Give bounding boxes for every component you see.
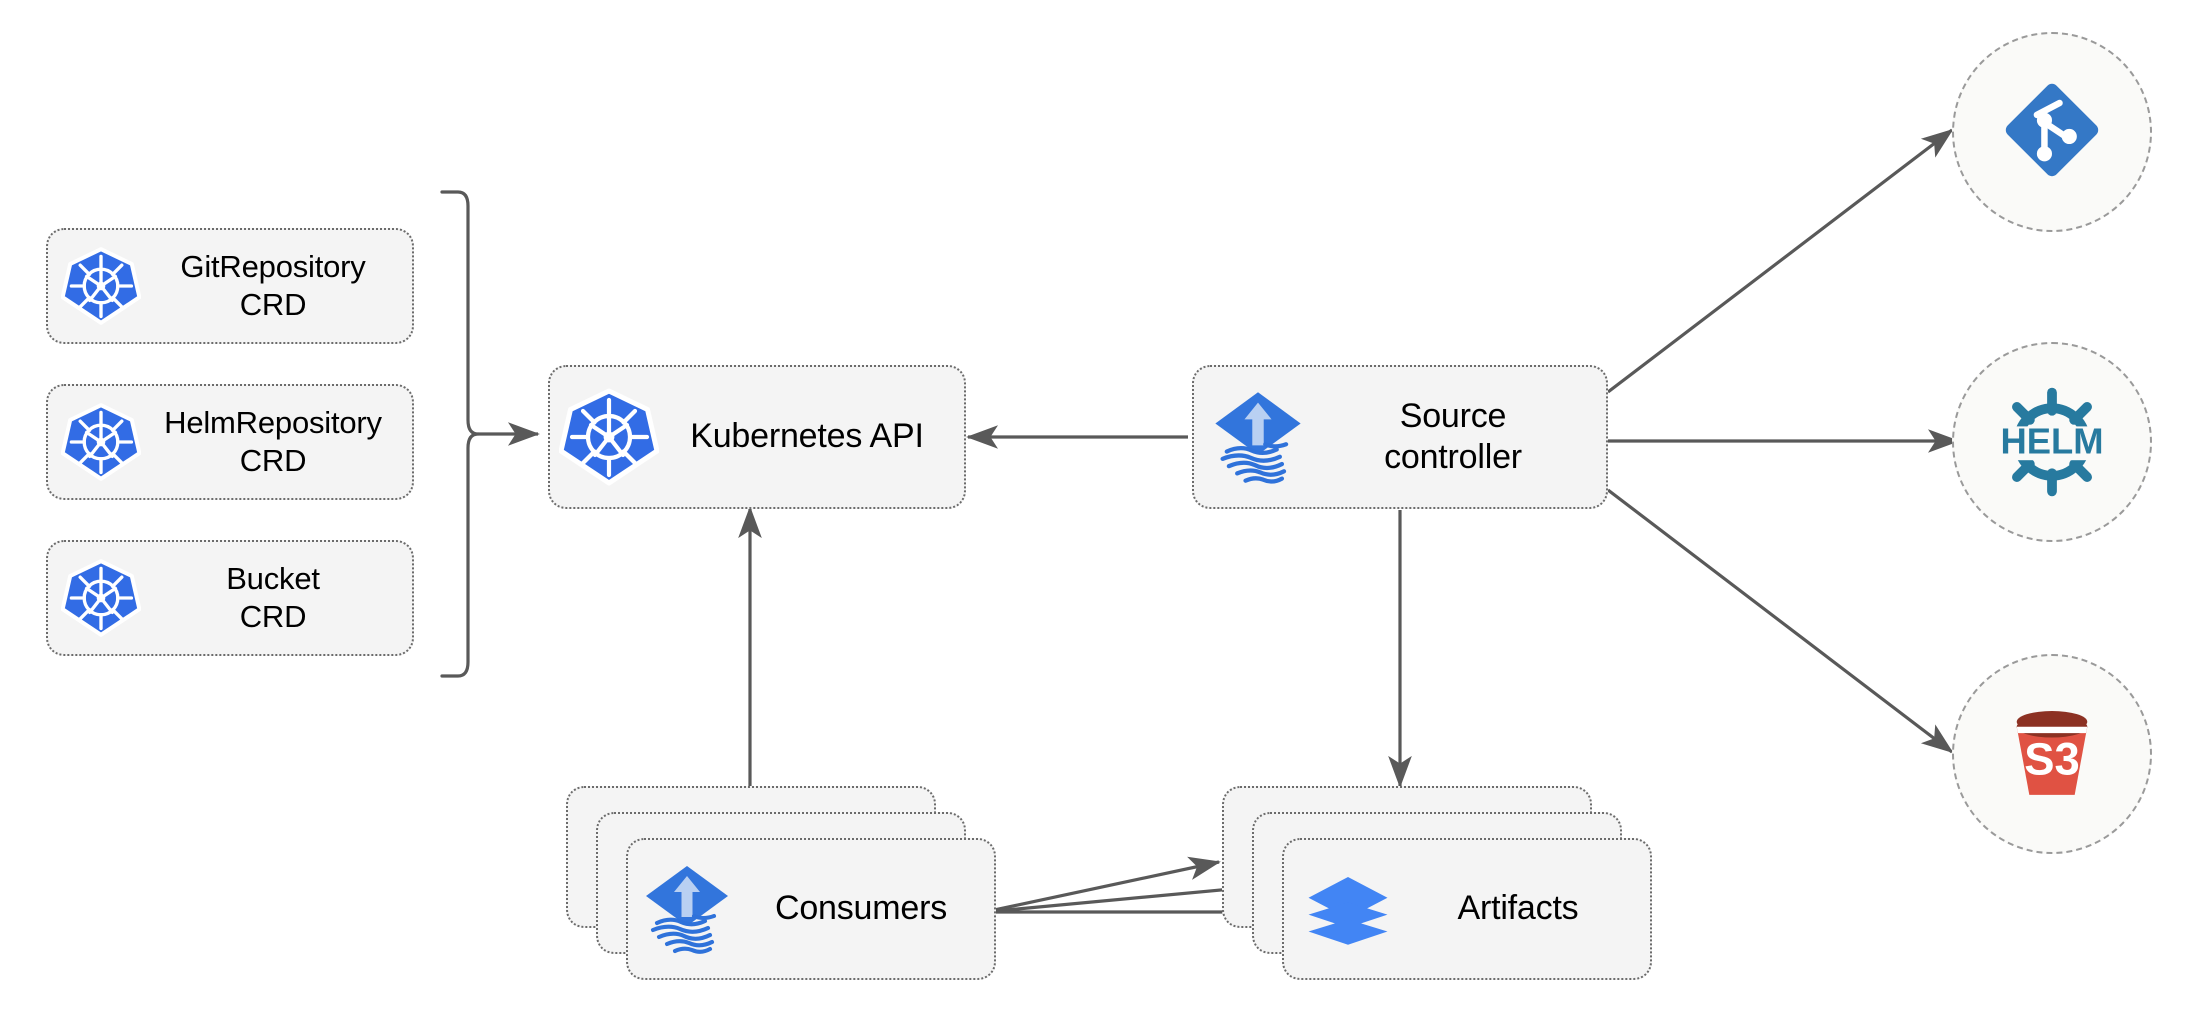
crd-group-brace — [440, 190, 540, 678]
node-consumers[interactable]: Consumers — [626, 838, 996, 980]
external-git-source[interactable] — [1952, 32, 2152, 232]
node-artifacts[interactable]: Artifacts — [1282, 838, 1652, 980]
flux-icon — [634, 856, 740, 962]
s3-wordmark: S3 — [2024, 733, 2079, 784]
node-helmrepository-crd[interactable]: HelmRepository CRD — [46, 384, 414, 500]
s3-icon: S3 — [1989, 689, 2115, 820]
kubernetes-icon — [58, 243, 144, 329]
node-source-controller[interactable]: Source controller — [1192, 365, 1608, 509]
node-label: GitRepository CRD — [180, 249, 366, 322]
flux-icon — [1202, 381, 1314, 493]
node-bucket-crd[interactable]: Bucket CRD — [46, 540, 414, 656]
helm-wordmark: HELM — [2000, 421, 2103, 462]
node-label: Consumers — [774, 889, 948, 928]
node-kubernetes-api[interactable]: Kubernetes API — [548, 365, 966, 509]
kubernetes-icon — [58, 555, 144, 641]
layers-icon — [1298, 859, 1398, 959]
node-label: Kubernetes API — [690, 417, 924, 456]
external-s3-source[interactable]: S3 — [1952, 654, 2152, 854]
edge-consumers-to-artifacts-back — [984, 856, 1221, 914]
kubernetes-icon — [554, 382, 664, 492]
git-icon — [1998, 76, 2106, 189]
external-helm-source[interactable]: HELM — [1952, 342, 2152, 542]
node-label: HelmRepository CRD — [164, 405, 382, 478]
node-label: Artifacts — [1457, 889, 1579, 928]
edge-sourcecontroller-to-git — [1607, 128, 1954, 394]
helm-icon: HELM — [1987, 377, 2117, 507]
kubernetes-icon — [58, 399, 144, 485]
node-label: Bucket CRD — [226, 561, 320, 634]
node-label: Source controller — [1384, 396, 1522, 476]
edge-sourcecontroller-to-s3 — [1607, 488, 1954, 754]
edge-consumers-to-artifacts-mid — [984, 878, 1255, 914]
node-gitrepository-crd[interactable]: GitRepository CRD — [46, 228, 414, 344]
